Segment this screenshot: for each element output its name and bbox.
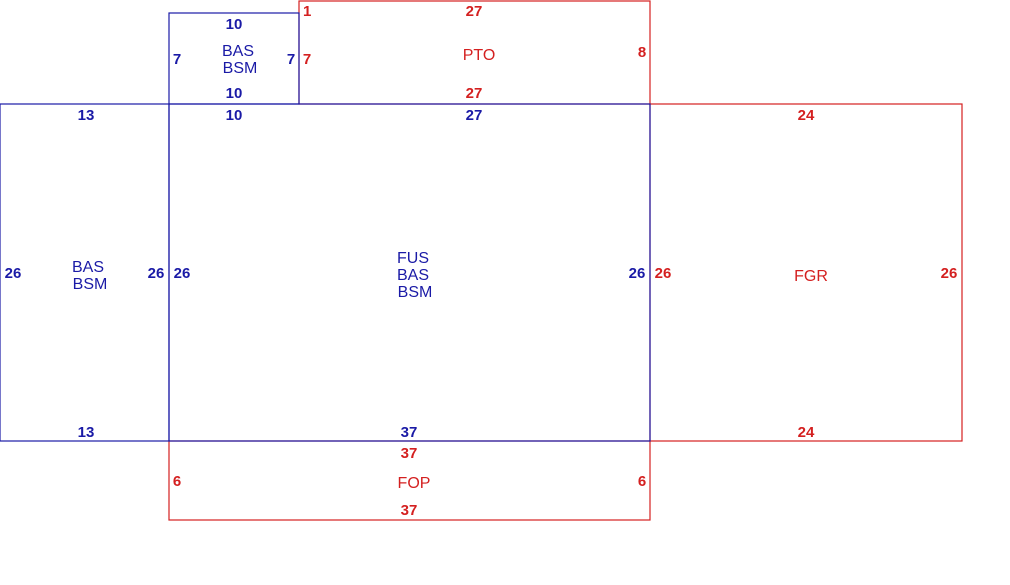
main-code-3: BSM (398, 284, 433, 301)
bas-small-left-dim: 7 (173, 51, 181, 68)
main-outline (168, 103, 651, 442)
bas-small-right-dim: 7 (287, 51, 295, 68)
pto-bottom-dim: 27 (466, 85, 483, 102)
bas-left-right-dim: 26 (148, 265, 165, 282)
fgr-bottom-dim: 24 (798, 424, 815, 441)
fgr-area-label: FGR (794, 268, 828, 285)
main-top-left-dim: 10 (226, 107, 243, 124)
bas-left-bottom-dim: 13 (78, 424, 95, 441)
pto-corner-dim: 1 (303, 3, 311, 20)
bas-left-code-1: BAS (72, 259, 104, 276)
bas-small-top-dim: 10 (226, 16, 243, 33)
main-right-dim: 26 (629, 265, 646, 282)
main-left-dim: 26 (174, 265, 191, 282)
fop-left-dim: 6 (173, 473, 181, 490)
fgr-top-dim: 24 (798, 107, 815, 124)
bas-small-bottom-dim: 10 (226, 85, 243, 102)
bas-small-code-1: BAS (222, 43, 254, 60)
pto-top-dim: 27 (466, 3, 483, 20)
bas-left-top-dim: 13 (78, 107, 95, 124)
bas-left-code-2: BSM (73, 276, 108, 293)
fgr-left-dim: 26 (655, 265, 672, 282)
main-code-1: FUS (397, 250, 429, 267)
fop-area-label: FOP (398, 475, 431, 492)
bas-small-code-2: BSM (223, 60, 258, 77)
main-bottom-dim: 37 (401, 424, 418, 441)
main-top-dim: 27 (466, 107, 483, 124)
pto-right-dim: 8 (638, 44, 646, 61)
fop-top-dim: 37 (401, 445, 418, 462)
pto-area-label: PTO (463, 47, 496, 64)
bas-left-left-dim: 26 (5, 265, 22, 282)
main-code-2: BAS (397, 267, 429, 284)
fgr-right-dim: 26 (941, 265, 958, 282)
fop-bottom-dim: 37 (401, 502, 418, 519)
pto-left-dim: 7 (303, 51, 311, 68)
fop-right-dim: 6 (638, 473, 646, 490)
